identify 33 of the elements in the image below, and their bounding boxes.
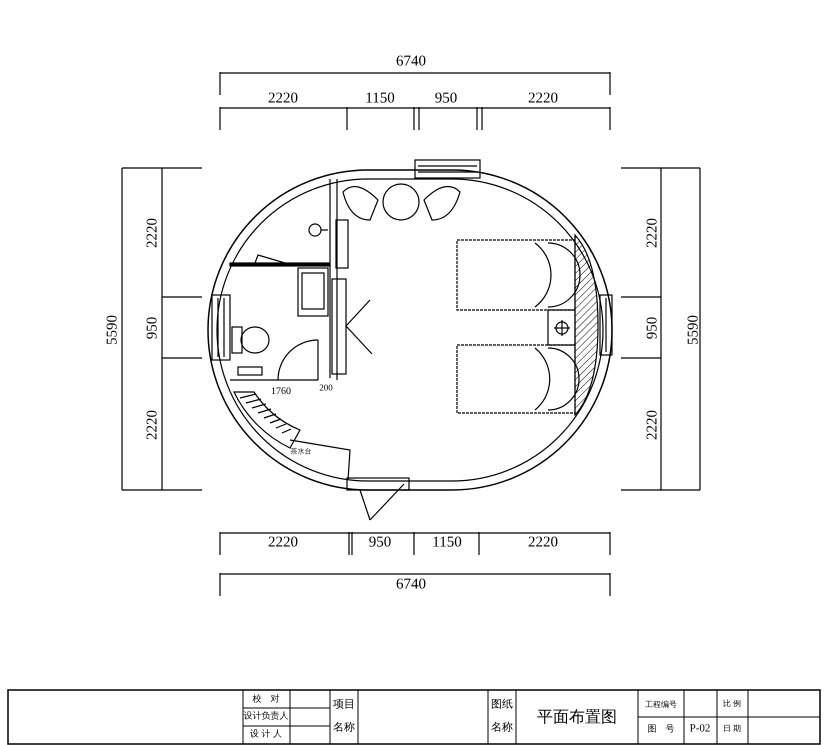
title-block-label: 比 例 bbox=[722, 700, 742, 708]
title-block-label: 图纸 bbox=[491, 700, 513, 710]
dimension-label: 2220 bbox=[646, 218, 660, 248]
title-block-label: 项目 bbox=[333, 700, 355, 710]
dimension-label: 950 bbox=[146, 316, 160, 340]
dimension-label: 6740 bbox=[396, 578, 426, 592]
dimension-label: 2220 bbox=[528, 536, 558, 550]
dimension-label: 2220 bbox=[528, 92, 558, 106]
title-block-label: 名称 bbox=[491, 722, 513, 734]
dimension-label: 2220 bbox=[268, 536, 298, 550]
dimension-label: 2220 bbox=[268, 92, 298, 106]
title-block-label: 设 计 人 bbox=[250, 730, 282, 738]
dimension-label: 2220 bbox=[146, 218, 160, 248]
dimension-label: 5590 bbox=[686, 315, 702, 345]
dimension-label: 200 bbox=[319, 384, 333, 392]
dimension-label: 1760 bbox=[271, 387, 291, 397]
drawing-name: 平面布置图 bbox=[537, 709, 617, 725]
dimension-label: 950 bbox=[434, 92, 458, 106]
dimension-label: 2220 bbox=[146, 410, 160, 440]
title-block-label: 名称 bbox=[333, 722, 355, 734]
title-block-label: 校 对 bbox=[252, 694, 280, 704]
dimension-label: 2220 bbox=[646, 410, 660, 440]
dimension-label: 6740 bbox=[396, 54, 426, 70]
title-block-label: 图 号 bbox=[648, 724, 674, 734]
title-block-label: 日 期 bbox=[722, 725, 742, 733]
dimension-label: 1150 bbox=[365, 92, 395, 106]
dimension-label: 950 bbox=[368, 536, 392, 550]
dimension-label: 950 bbox=[646, 316, 660, 340]
title-block-label: 设计负责人 bbox=[244, 712, 288, 720]
drawing-number: P-02 bbox=[690, 724, 710, 734]
title-block-label: 工程编号 bbox=[645, 701, 677, 709]
dimension-label: 1150 bbox=[432, 536, 462, 550]
dimension-label: 5590 bbox=[106, 315, 120, 345]
